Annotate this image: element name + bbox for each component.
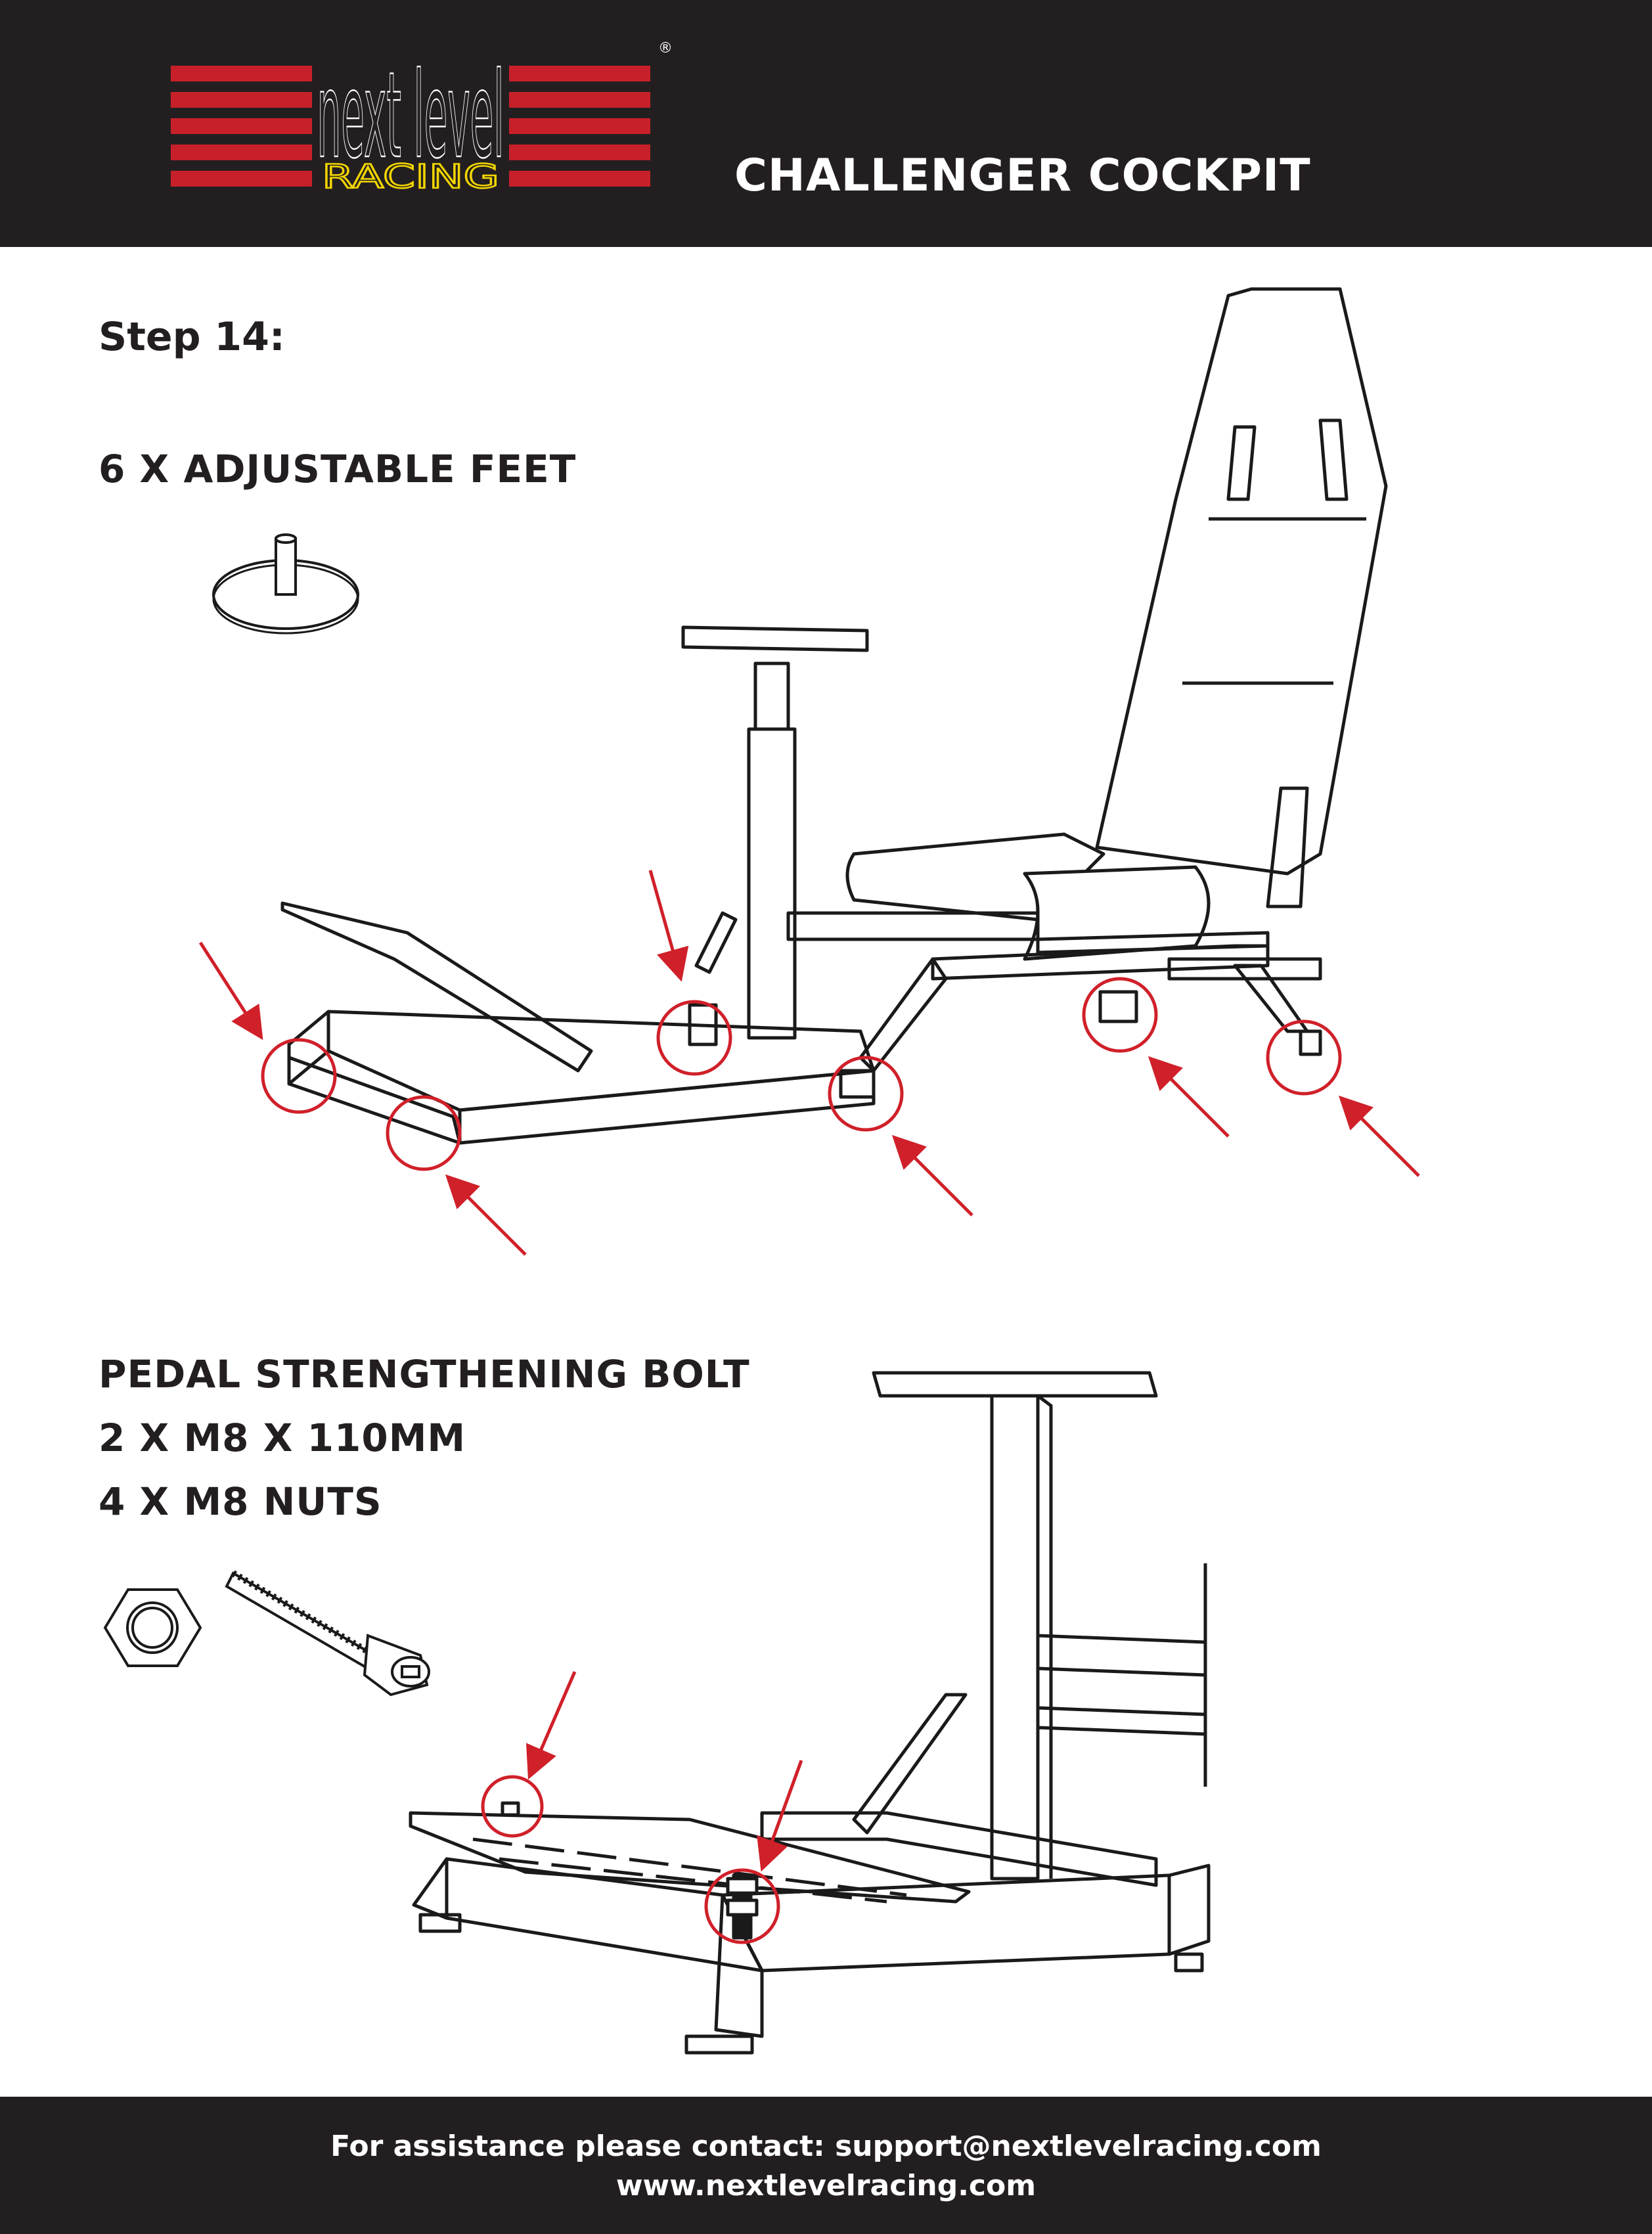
m8-nut-icon [103, 1588, 202, 1667]
bolt-callouts [481, 1671, 803, 1944]
footer-bar: For assistance please contact: support@n… [0, 2097, 1652, 2234]
logo-brand-bottom: RACING [322, 158, 499, 196]
step-title: Step 14: [99, 314, 285, 360]
support-contact: For assistance please contact: support@n… [330, 2130, 1322, 2163]
m8-bolt-icon [225, 1570, 430, 1697]
nuts-quantity-label: 4 X M8 NUTS [99, 1479, 382, 1524]
adjustable-feet-label: 6 X ADJUSTABLE FEET [99, 447, 577, 491]
logo-stripes-right [509, 66, 650, 187]
logo-registered-mark: ® [658, 40, 673, 56]
document-title: CHALLENGER COCKPIT [734, 150, 1311, 202]
brand-logo: next level RACING ® [171, 40, 673, 196]
bolt-quantity-label: 2 X M8 X 110MM [99, 1416, 466, 1460]
cockpit-drawing-top [280, 287, 1388, 1145]
adjustable-foot-icon [212, 533, 359, 635]
cockpit-drawing-bottom [409, 1371, 1211, 2055]
logo-stripes-left [171, 66, 312, 187]
pedal-bolt-label: PEDAL STRENGTHENING BOLT [99, 1352, 750, 1396]
header-bar: next level RACING ® CHALLENGER COCKPIT [0, 0, 1652, 247]
logo-brand-top: next level [317, 47, 504, 185]
feet-callouts [198, 870, 1420, 1256]
website-link[interactable]: www.nextlevelracing.com [615, 2169, 1037, 2202]
